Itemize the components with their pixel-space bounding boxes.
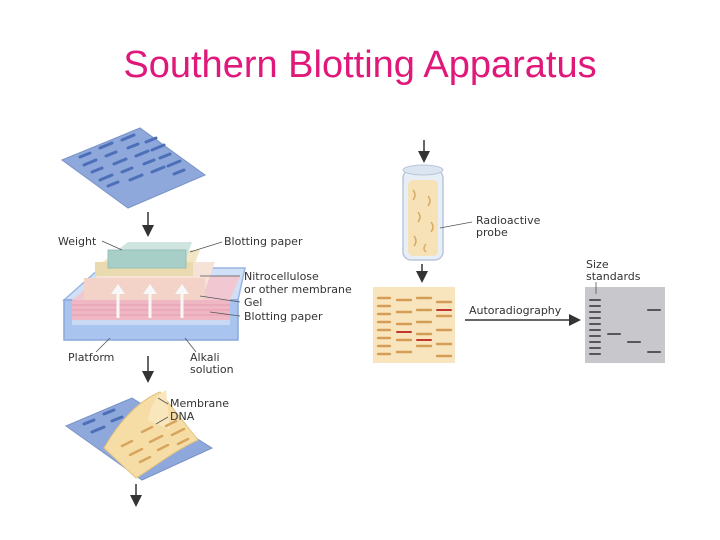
label-size: Size (586, 258, 609, 271)
label-radioactive: Radioactive (476, 214, 541, 227)
label-nitrocellulose: Nitrocellulose (244, 270, 319, 283)
page-title: Southern Blotting Apparatus (123, 44, 597, 86)
label-other-membrane: or other membrane (244, 283, 352, 296)
blotting-apparatus (62, 242, 246, 341)
hybridized-membrane (373, 287, 455, 363)
agarose-gel (60, 127, 207, 209)
label-standards: standards (586, 270, 641, 283)
label-platform: Platform (68, 351, 114, 364)
membrane-transfer (64, 390, 214, 481)
label-dna: DNA (170, 410, 195, 423)
label-solution: solution (190, 363, 234, 376)
gel-bands (78, 133, 186, 188)
label-autoradiography: Autoradiography (469, 304, 562, 317)
label-blotting-paper-top: Blotting paper (224, 235, 303, 248)
label-weight: Weight (58, 235, 97, 248)
label-alkali: Alkali (190, 351, 220, 364)
autoradiograph-film (585, 287, 665, 363)
label-probe: probe (476, 226, 508, 239)
leader-lines (95, 240, 241, 353)
probe-tube (402, 164, 444, 261)
label-gel: Gel (244, 296, 262, 309)
label-blotting-paper-bottom: Blotting paper (244, 310, 323, 323)
label-membrane: Membrane (170, 397, 229, 410)
